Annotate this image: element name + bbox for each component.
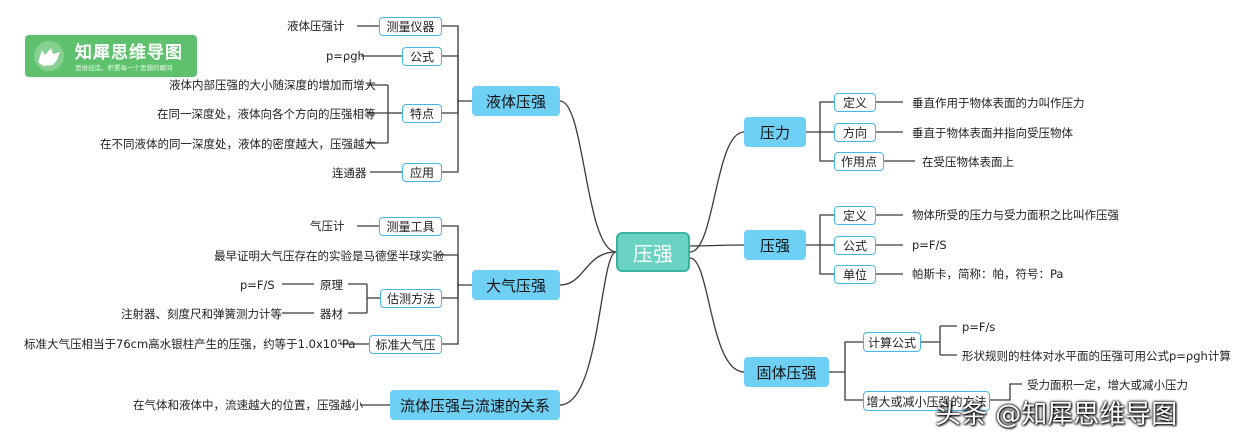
leaf-force-direction: 垂直于物体表面并指向受压物体 bbox=[912, 126, 1073, 140]
leaf-pressure-unit: 帕斯卡，简称：帕，符号：Pa bbox=[912, 267, 1064, 281]
sub-formula[interactable]: 公式 bbox=[402, 47, 442, 66]
logo-title: 知犀思维导图 bbox=[75, 43, 183, 63]
leaf-force-definition: 垂直作用于物体表面的力叫作压力 bbox=[912, 96, 1085, 110]
leaf-principle: 原理 bbox=[320, 278, 343, 292]
leaf-force-point: 在受压物体表面上 bbox=[922, 155, 1014, 169]
root-node[interactable]: 压强 bbox=[616, 232, 690, 272]
leaf-fluid: 在气体和液体中，流速越大的位置，压强越小 bbox=[133, 398, 363, 412]
leaf-proof: 最早证明大气压存在的实验是马德堡半球实验 bbox=[214, 249, 444, 263]
leaf-pressure-formula: p=F/S bbox=[912, 238, 947, 252]
watermark: 头条 @知犀思维导图 bbox=[935, 400, 1178, 430]
leaf-instrument: 液体压强计 bbox=[287, 19, 345, 33]
branch-force[interactable]: 压力 bbox=[744, 117, 806, 147]
rhino-icon bbox=[34, 41, 64, 71]
sub-force-point[interactable]: 作用点 bbox=[834, 152, 884, 171]
sub-pressure-definition[interactable]: 定义 bbox=[834, 206, 876, 225]
leaf-formula: p=ρgh bbox=[326, 49, 365, 63]
leaf-equipment: 器材 bbox=[320, 307, 343, 321]
brand-logo: 知犀思维导图 思维创造，积累每一个思想的瞬间 bbox=[25, 35, 197, 77]
leaf-standard-pressure: 标准大气压相当于76cm高水银柱产生的压强，约等于1.0x10⁵Pa bbox=[24, 337, 356, 351]
branch-liquid-pressure[interactable]: 液体压强 bbox=[472, 86, 560, 116]
sub-tool[interactable]: 测量工具 bbox=[379, 217, 442, 236]
sub-change-method[interactable]: 增大或减小压强的方法 bbox=[863, 391, 990, 411]
leaf-feature-3: 在不同液体的同一深度处，液体的密度越大，压强越大 bbox=[100, 137, 376, 151]
leaf-application: 连通器 bbox=[332, 166, 367, 180]
logo-subtitle: 思维创造，积累每一个思想的瞬间 bbox=[75, 64, 173, 72]
leaf-tool: 气压计 bbox=[310, 219, 345, 233]
sub-force-definition[interactable]: 定义 bbox=[834, 93, 876, 112]
branch-atmospheric-pressure[interactable]: 大气压强 bbox=[472, 270, 560, 300]
leaf-calc-2: 形状规则的柱体对水平面的压强可用公式p=ρgh计算 bbox=[962, 349, 1231, 363]
leaf-calc-1: p=F/s bbox=[962, 320, 996, 334]
sub-application[interactable]: 应用 bbox=[402, 163, 442, 182]
branch-solid-pressure[interactable]: 固体压强 bbox=[744, 357, 829, 387]
sub-features[interactable]: 特点 bbox=[402, 104, 442, 123]
leaf-feature-1: 液体内部压强的大小随深度的增加而增大 bbox=[169, 78, 376, 92]
leaf-change-1: 受力面积一定，增大或减小压力 bbox=[1027, 378, 1188, 392]
leaf-feature-2: 在同一深度处，液体向各个方向的压强相等 bbox=[157, 107, 376, 121]
leaf-principle-value: p=F/S bbox=[240, 278, 275, 292]
sub-instrument[interactable]: 测量仪器 bbox=[379, 17, 442, 36]
sub-standard-pressure[interactable]: 标准大气压 bbox=[369, 335, 442, 354]
sub-pressure-formula[interactable]: 公式 bbox=[834, 236, 876, 255]
sub-force-direction[interactable]: 方向 bbox=[834, 123, 876, 142]
leaf-equipment-value: 注射器、刻度尺和弹簧测力计等 bbox=[121, 307, 282, 321]
sub-calc-formula[interactable]: 计算公式 bbox=[863, 332, 921, 352]
leaf-pressure-definition: 物体所受的压力与受力面积之比叫作压强 bbox=[912, 208, 1119, 222]
branch-fluid-pressure[interactable]: 流体压强与流速的关系 bbox=[390, 390, 560, 420]
branch-pressure[interactable]: 压强 bbox=[744, 230, 806, 260]
sub-estimate[interactable]: 估测方法 bbox=[380, 289, 442, 308]
sub-pressure-unit[interactable]: 单位 bbox=[834, 265, 876, 284]
